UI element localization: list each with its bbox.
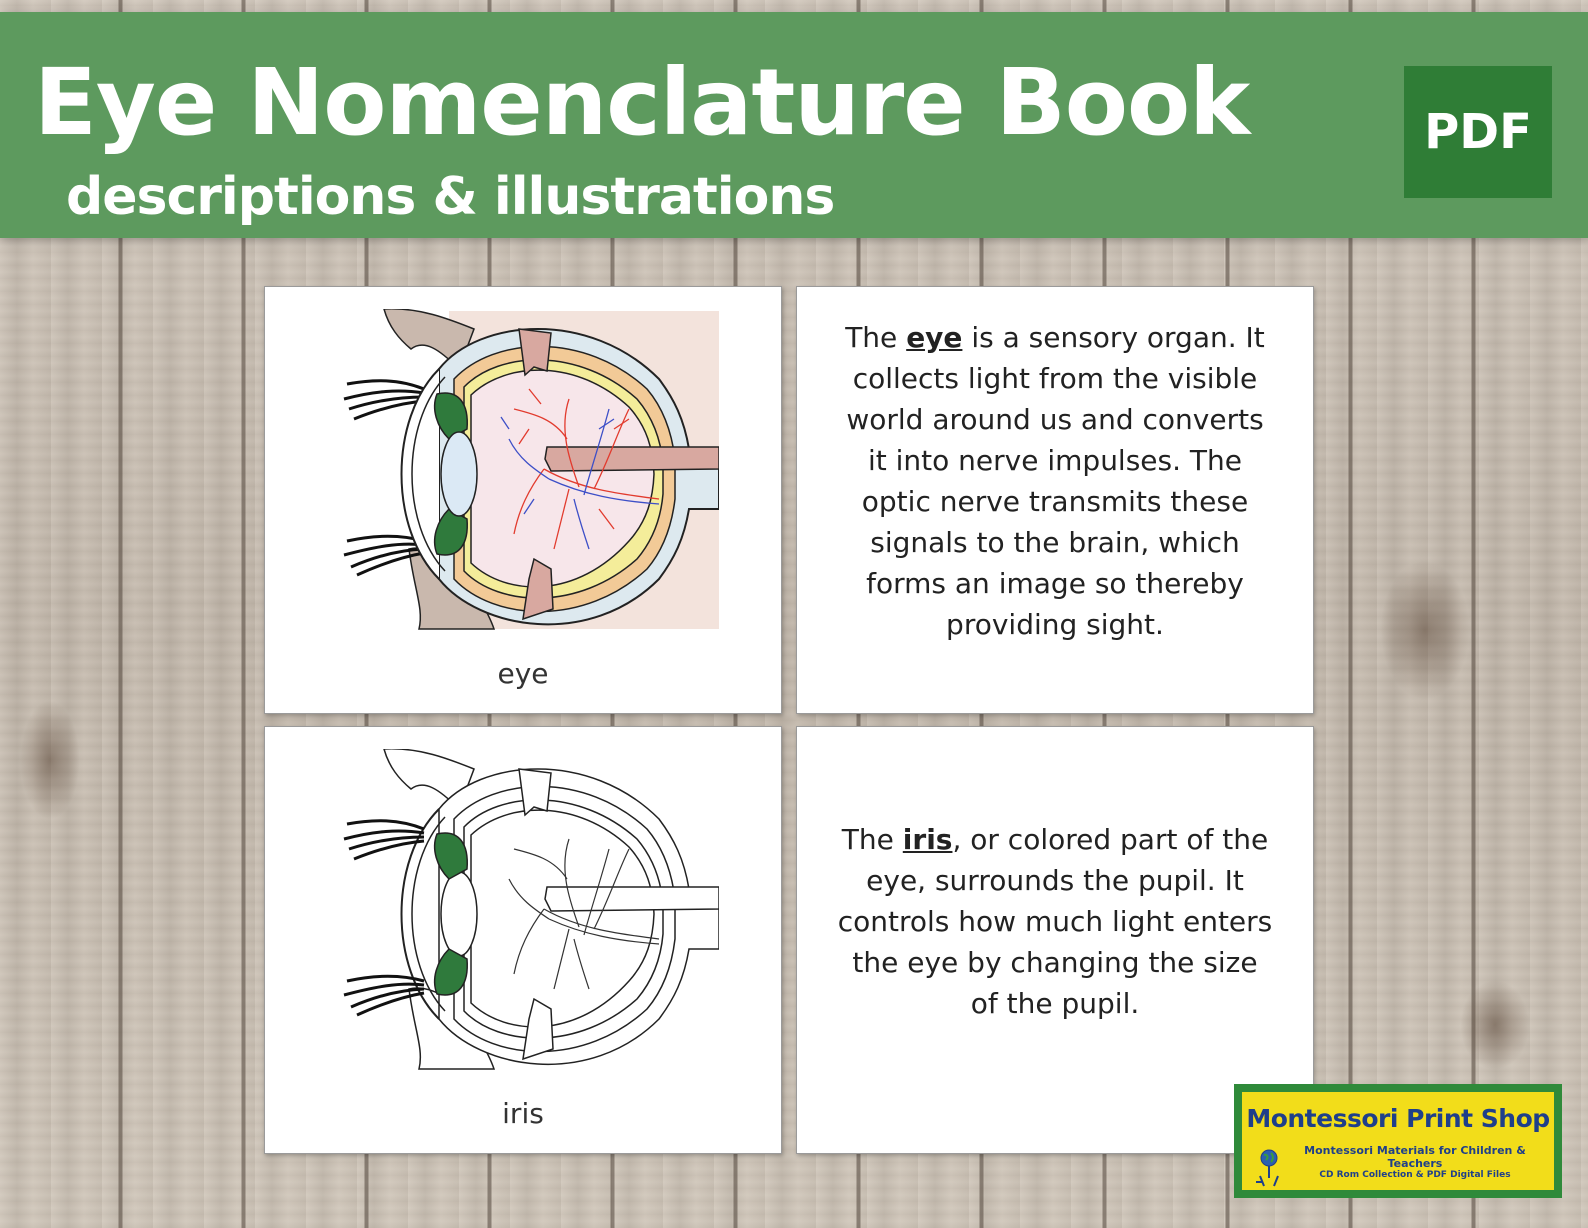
pdf-badge: PDF — [1404, 66, 1552, 198]
montessori-print-shop-logo: Montessori Print Shop Montessori Materia… — [1234, 1084, 1562, 1198]
picture-card-eye: eye — [264, 286, 782, 714]
card-caption: eye — [497, 657, 549, 690]
eye-anatomy-color-icon — [343, 309, 719, 630]
wood-knot — [20, 700, 80, 820]
description-text: The iris, or colored part of the eye, su… — [837, 819, 1273, 1024]
description-body: is a sensory organ. It collects light fr… — [846, 321, 1265, 641]
logo-panel: Montessori Print Shop Montessori Materia… — [1240, 1090, 1556, 1192]
description-card-eye: The eye is a sensory organ. It collects … — [796, 286, 1314, 714]
description-lead: The — [841, 823, 903, 856]
term-eye: eye — [906, 321, 963, 354]
wood-knot — [1460, 980, 1530, 1070]
globe-icon — [1256, 1149, 1279, 1187]
description-card-iris: The iris, or colored part of the eye, su… — [796, 726, 1314, 1154]
description-body: , or colored part of the eye, surrounds … — [837, 823, 1273, 1020]
page-subtitle: descriptions & illustrations — [66, 167, 835, 227]
logo-title: Montessori Print Shop — [1246, 1104, 1550, 1133]
description-text: The eye is a sensory organ. It collects … — [837, 317, 1273, 645]
logo-subtext: CD Rom Collection & PDF Digital Files — [1319, 1170, 1511, 1180]
eye-anatomy-outline-iris-highlight-icon — [343, 749, 719, 1070]
wood-knot — [1380, 560, 1470, 700]
title-banner: Eye Nomenclature Book descriptions & ill… — [0, 12, 1588, 238]
term-iris: iris — [902, 823, 953, 856]
description-lead: The — [845, 321, 907, 354]
page-title: Eye Nomenclature Book — [34, 49, 1250, 156]
logo-tagline: Montessori Materials for Children & Teac… — [1304, 1144, 1526, 1170]
card-caption: iris — [502, 1097, 544, 1130]
picture-card-iris: iris — [264, 726, 782, 1154]
